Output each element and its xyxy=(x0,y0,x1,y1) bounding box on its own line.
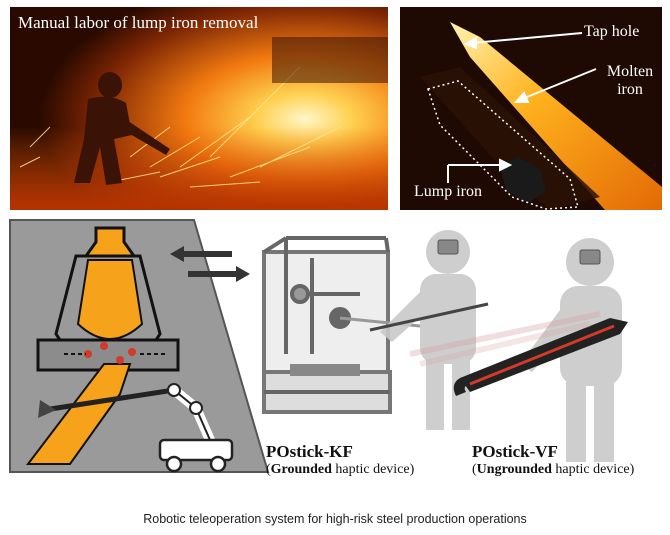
lump-iron-outline xyxy=(427,80,579,210)
molten-iron-label: Molten iron xyxy=(600,63,660,99)
manual-labor-caption: Manual labor of lump iron removal xyxy=(18,13,259,32)
tap-hole-photo: Tap hole Molten iron Lump iron xyxy=(400,7,662,210)
kf-bold-word: Grounded xyxy=(270,462,332,477)
molten-iron-stream-image xyxy=(400,7,662,210)
figure-caption: Robotic teleoperation system for high-ri… xyxy=(143,512,527,526)
vf-bold-word: Ungrounded xyxy=(476,462,552,477)
molten-stream xyxy=(450,22,662,210)
tap-hole-label: Tap hole xyxy=(584,23,640,40)
worker-silhouette xyxy=(74,72,170,185)
blast-furnace-icon xyxy=(25,226,180,465)
vf-device-name: POstick-VF xyxy=(472,442,558,461)
lump-iron-rock xyxy=(500,157,546,203)
kf-device-description: (Grounded haptic device) xyxy=(266,462,414,478)
robot-arm-icon xyxy=(38,383,234,473)
vf-open-paren: ( xyxy=(472,462,477,477)
system-illustration xyxy=(9,219,628,473)
operator-figure-1 xyxy=(380,230,476,430)
teleoperation-diagram: POstick-KF (Grounded haptic device) POst… xyxy=(0,214,670,484)
molten-iron-label-line1: Molten xyxy=(606,63,654,80)
grounded-device-label: POstick-KF (Grounded haptic device) xyxy=(266,442,414,478)
vf-rest: haptic device) xyxy=(551,462,635,477)
molten-iron-label-line2: iron xyxy=(617,81,643,98)
furnace-sparks-image xyxy=(10,7,388,210)
ungrounded-device-label: POstick-VF (Ungrounded haptic device) xyxy=(472,442,634,478)
vf-device-description: (Ungrounded haptic device) xyxy=(472,462,634,478)
grounded-haptic-device-icon xyxy=(262,236,392,414)
manual-labor-photo: Manual labor of lump iron removal xyxy=(10,7,388,210)
lump-iron-label: Lump iron xyxy=(414,183,482,200)
bidirectional-arrows-icon xyxy=(170,246,250,282)
kf-open-paren: ( xyxy=(266,462,271,477)
kf-rest: haptic device) xyxy=(331,462,415,477)
ungrounded-haptic-stick-icon xyxy=(409,311,628,396)
kf-device-name: POstick-KF xyxy=(266,442,353,461)
